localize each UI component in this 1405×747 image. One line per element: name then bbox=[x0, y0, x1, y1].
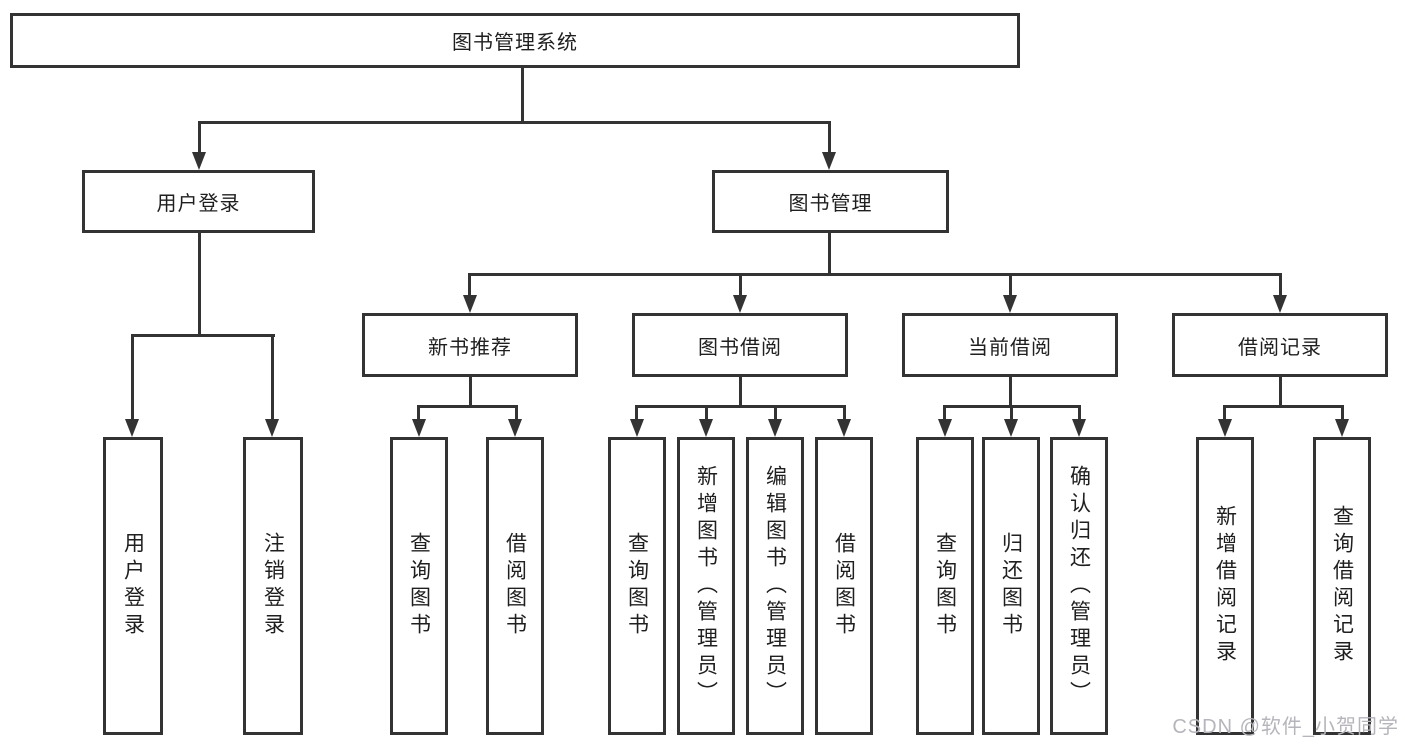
arrowhead-down-icon bbox=[125, 419, 139, 437]
arrowhead-down-icon bbox=[1003, 295, 1017, 313]
arrowhead-down-icon bbox=[1072, 419, 1086, 437]
connector-nb-bar bbox=[417, 405, 518, 408]
leaf-br-query-record: 查询借阅记录 bbox=[1313, 437, 1371, 735]
connector-drop bbox=[198, 121, 201, 156]
connector-drop bbox=[705, 405, 708, 421]
connector-drop bbox=[515, 405, 518, 421]
connector-drop bbox=[943, 405, 946, 421]
connector-drop bbox=[774, 405, 777, 421]
connector-drop bbox=[1009, 273, 1012, 297]
arrowhead-down-icon bbox=[699, 419, 713, 437]
connector-bb-bar bbox=[635, 405, 846, 408]
arrowhead-down-icon bbox=[412, 419, 426, 437]
node-current-borrowing-label: 当前借阅 bbox=[968, 336, 1052, 359]
leaf-bb-borrow-books-label: 借阅图书 bbox=[832, 532, 856, 640]
arrowhead-down-icon bbox=[265, 419, 279, 437]
node-book-management-label: 图书管理 bbox=[788, 193, 873, 215]
connector-drop bbox=[468, 273, 471, 297]
node-book-borrowing-label: 图书借阅 bbox=[698, 336, 782, 359]
node-library-system-label: 图书管理系统 bbox=[452, 32, 578, 54]
leaf-nb-borrow-books-label: 借阅图书 bbox=[503, 532, 527, 640]
connector-user-login-stem bbox=[198, 233, 201, 337]
leaf-user-login: 用户登录 bbox=[103, 437, 163, 735]
leaf-nb-query-books: 查询图书 bbox=[390, 437, 448, 735]
leaf-cb-return-books-label: 归还图书 bbox=[999, 532, 1023, 640]
leaf-logout-label: 注销登录 bbox=[261, 532, 285, 640]
connector-drop bbox=[131, 334, 134, 421]
connector-drop bbox=[417, 405, 420, 421]
connector-drop bbox=[271, 334, 274, 421]
connector-drop bbox=[1010, 405, 1013, 421]
leaf-cb-confirm-return: 确认归还（管理员） bbox=[1050, 437, 1108, 735]
node-user-login: 用户登录 bbox=[82, 170, 315, 233]
leaf-br-query-record-label: 查询借阅记录 bbox=[1330, 505, 1354, 667]
arrowhead-down-icon bbox=[1004, 419, 1018, 437]
connector-nb-stem bbox=[469, 377, 472, 408]
connector-drop bbox=[739, 273, 742, 297]
leaf-user-login-label: 用户登录 bbox=[121, 532, 145, 640]
arrowhead-down-icon bbox=[938, 419, 952, 437]
node-library-system: 图书管理系统 bbox=[10, 13, 1020, 68]
connector-user-login-bar bbox=[131, 334, 275, 337]
connector-drop bbox=[635, 405, 638, 421]
leaf-cb-return-books: 归还图书 bbox=[982, 437, 1040, 735]
connector-root-stem bbox=[521, 68, 524, 123]
leaf-logout: 注销登录 bbox=[243, 437, 303, 735]
arrowhead-down-icon bbox=[1335, 419, 1349, 437]
connector-book-mgmt-bar bbox=[468, 273, 1282, 276]
node-book-management: 图书管理 bbox=[712, 170, 949, 233]
leaf-bb-edit-books: 编辑图书（管理员） bbox=[746, 437, 804, 735]
connector-drop bbox=[1223, 405, 1226, 421]
arrowhead-down-icon bbox=[508, 419, 522, 437]
node-new-book-recommendation-label: 新书推荐 bbox=[428, 336, 512, 359]
leaf-nb-query-books-label: 查询图书 bbox=[407, 532, 431, 640]
node-user-login-label: 用户登录 bbox=[156, 193, 241, 215]
connector-bb-stem bbox=[739, 377, 742, 408]
connector-br-bar bbox=[1223, 405, 1344, 408]
connector-drop bbox=[828, 121, 831, 156]
connector-book-mgmt-stem bbox=[828, 233, 831, 276]
arrowhead-down-icon bbox=[192, 152, 206, 170]
leaf-cb-confirm-return-label: 确认归还（管理员） bbox=[1067, 464, 1091, 708]
node-book-borrowing: 图书借阅 bbox=[632, 313, 848, 377]
node-new-book-recommendation: 新书推荐 bbox=[362, 313, 578, 377]
arrowhead-down-icon bbox=[768, 419, 782, 437]
leaf-bb-add-books: 新增图书（管理员） bbox=[677, 437, 735, 735]
leaf-cb-query-books: 查询图书 bbox=[916, 437, 974, 735]
leaf-bb-add-books-label: 新增图书（管理员） bbox=[694, 464, 718, 708]
connector-drop bbox=[1279, 273, 1282, 297]
connector-drop bbox=[843, 405, 846, 421]
arrowhead-down-icon bbox=[733, 295, 747, 313]
connector-cb-stem bbox=[1009, 377, 1012, 408]
leaf-bb-query-books-label: 查询图书 bbox=[625, 532, 649, 640]
arrowhead-down-icon bbox=[822, 152, 836, 170]
leaf-cb-query-books-label: 查询图书 bbox=[933, 532, 957, 640]
node-borrowing-records: 借阅记录 bbox=[1172, 313, 1388, 377]
node-borrowing-records-label: 借阅记录 bbox=[1238, 336, 1322, 359]
leaf-bb-borrow-books: 借阅图书 bbox=[815, 437, 873, 735]
arrowhead-down-icon bbox=[463, 295, 477, 313]
leaf-br-add-record: 新增借阅记录 bbox=[1196, 437, 1254, 735]
leaf-bb-edit-books-label: 编辑图书（管理员） bbox=[763, 464, 787, 708]
connector-root-bar bbox=[198, 121, 831, 124]
arrowhead-down-icon bbox=[630, 419, 644, 437]
connector-drop bbox=[1078, 405, 1081, 421]
arrowhead-down-icon bbox=[1273, 295, 1287, 313]
connector-drop bbox=[1341, 405, 1344, 421]
leaf-br-add-record-label: 新增借阅记录 bbox=[1213, 505, 1237, 667]
node-current-borrowing: 当前借阅 bbox=[902, 313, 1118, 377]
leaf-nb-borrow-books: 借阅图书 bbox=[486, 437, 544, 735]
arrowhead-down-icon bbox=[1218, 419, 1232, 437]
csdn-watermark: CSDN @软件_小贺同学 bbox=[1172, 716, 1399, 738]
arrowhead-down-icon bbox=[837, 419, 851, 437]
connector-br-stem bbox=[1279, 377, 1282, 408]
leaf-bb-query-books: 查询图书 bbox=[608, 437, 666, 735]
